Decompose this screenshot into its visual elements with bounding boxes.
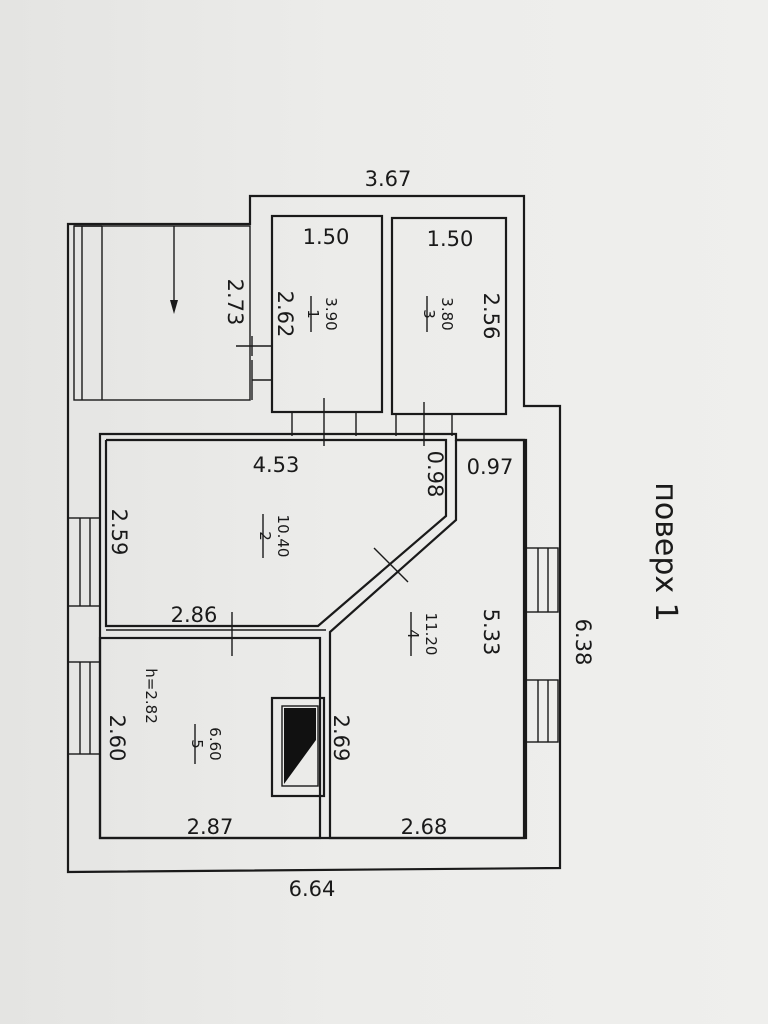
room-5-area: 6.60 bbox=[206, 727, 224, 760]
room-5-number: 5 bbox=[188, 739, 206, 749]
room-4-dim-top: 0.97 bbox=[467, 455, 514, 479]
terrace-dimension: 2.73 bbox=[223, 279, 247, 326]
room-3-dim-length: 2.56 bbox=[479, 293, 503, 340]
room-3-outline bbox=[390, 216, 508, 416]
room-1-outline bbox=[236, 214, 384, 414]
room-5-dim-width: 2.60 bbox=[105, 715, 129, 762]
room-5-dim-bottom: 2.87 bbox=[187, 815, 234, 839]
room-3-number: 3 bbox=[420, 309, 438, 319]
room-4-dim-length: 5.33 bbox=[479, 609, 503, 656]
room-1-dim-width: 1.50 bbox=[303, 225, 350, 249]
terrace bbox=[73, 225, 272, 401]
dim-top: 3.67 bbox=[365, 167, 412, 191]
room-1-dim-length: 2.62 bbox=[273, 291, 297, 338]
room-4-number: 4 bbox=[404, 629, 422, 639]
room-4-dim-bottom: 2.68 bbox=[401, 815, 448, 839]
room-4-outline bbox=[328, 438, 526, 840]
windows bbox=[67, 517, 559, 755]
room-2-outline bbox=[104, 438, 448, 631]
room-2-number: 2 bbox=[256, 531, 274, 541]
dim-right: 6.38 bbox=[571, 619, 595, 666]
room-2-dim-door: 0.98 bbox=[423, 451, 447, 498]
floor-title: поверх 1 bbox=[648, 482, 683, 622]
room-5-height: h=2.82 bbox=[142, 668, 160, 723]
stove-icon bbox=[270, 696, 326, 798]
arrow-icon bbox=[170, 300, 178, 314]
room-2-dim-bottom: 2.86 bbox=[171, 603, 218, 627]
room-4-area: 11.20 bbox=[422, 613, 440, 656]
dim-bottom: 6.64 bbox=[289, 877, 336, 901]
room-3-area: 3.80 bbox=[438, 297, 456, 330]
room-1-area: 3.90 bbox=[322, 297, 340, 330]
room-3-dim-width: 1.50 bbox=[427, 227, 474, 251]
room-2-area: 10.40 bbox=[274, 515, 292, 558]
room-1-number: 1 bbox=[304, 309, 322, 319]
room-4-dim-left: 2.69 bbox=[329, 715, 353, 762]
room-2-dim-length: 4.53 bbox=[253, 453, 300, 477]
doors-upper bbox=[291, 398, 453, 446]
room-2-dim-width: 2.59 bbox=[107, 509, 131, 556]
